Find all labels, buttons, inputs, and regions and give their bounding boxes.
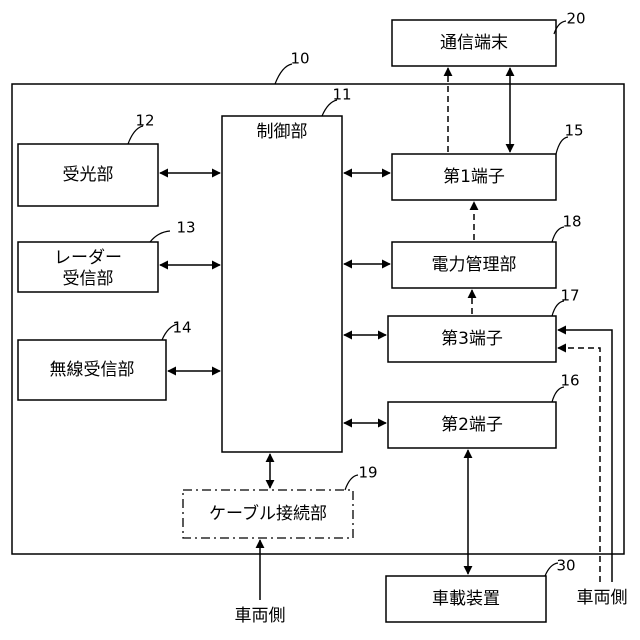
terminal-2-label: 第2端子 (441, 415, 503, 435)
controller-block (222, 116, 342, 452)
cable-connector-label: ケーブル接続部 (209, 503, 327, 524)
ref-12: 12 (135, 112, 154, 130)
ref-10: 10 (290, 50, 309, 68)
ref-13: 13 (176, 219, 195, 237)
wireless-receiver-label: 無線受信部 (50, 360, 135, 380)
radar-receiver-label-2: 受信部 (63, 269, 114, 289)
ref-16: 16 (560, 372, 579, 390)
terminal-3-label: 第3端子 (441, 329, 503, 349)
controller-label: 制御部 (257, 122, 308, 142)
ref-17: 17 (560, 287, 579, 305)
comm-terminal-label: 通信端末 (440, 33, 508, 53)
vehicle-device-label: 車載装置 (432, 589, 500, 609)
power-manager-label: 電力管理部 (432, 255, 517, 275)
ref-19: 19 (358, 464, 377, 482)
vehicle-side-right-label: 車両側 (577, 588, 628, 608)
ref-14: 14 (172, 319, 191, 337)
vehicle-side-bottom-label: 車両側 (235, 606, 286, 626)
ref-11: 11 (332, 86, 351, 104)
ref-18: 18 (562, 213, 581, 231)
ref-30: 30 (556, 557, 575, 575)
terminal-1-label: 第1端子 (443, 167, 505, 187)
radar-receiver-label-1: レーダー (54, 248, 122, 268)
light-receiver-label: 受光部 (63, 165, 114, 185)
ref-leader-10 (275, 64, 292, 84)
ref-20: 20 (566, 10, 585, 28)
ref-15: 15 (564, 122, 583, 140)
